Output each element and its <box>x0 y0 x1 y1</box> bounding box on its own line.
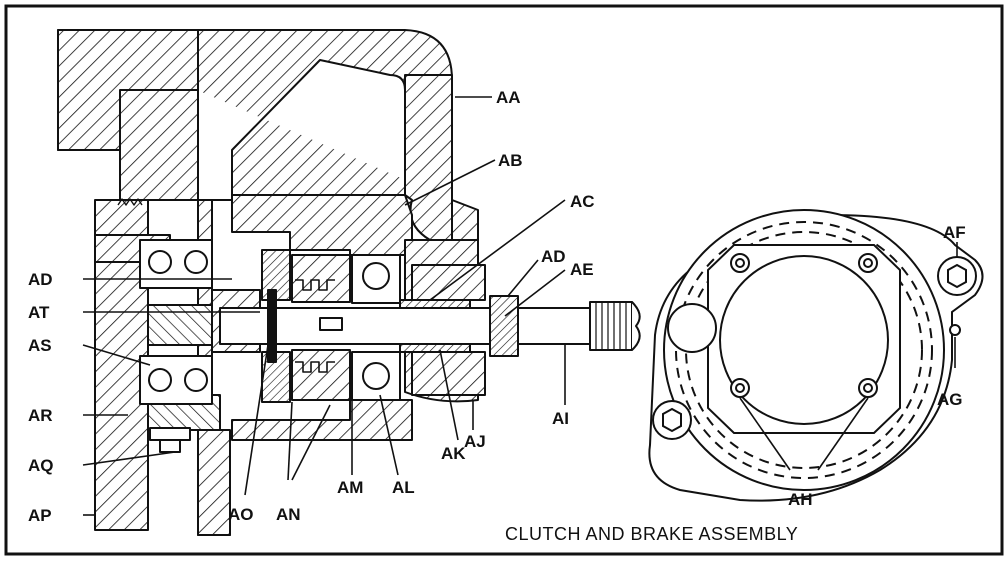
diagram-caption: CLUTCH AND BRAKE ASSEMBLY <box>505 524 798 544</box>
label-an: AN <box>276 505 301 524</box>
disc-ao <box>267 289 277 363</box>
right-bearing-al <box>351 254 401 401</box>
brake-housing-body <box>411 264 486 301</box>
shaft-break-end <box>631 301 641 351</box>
shaft-spline <box>589 301 633 351</box>
part-labels: AA AB AC AD AE AF AG AH AI AJ AK AL AM A… <box>28 88 966 525</box>
housing-left-wall <box>57 29 199 151</box>
label-ad-right: AD <box>541 247 566 266</box>
label-af: AF <box>943 223 966 242</box>
label-as: AS <box>28 336 52 355</box>
bolt-aq <box>149 427 191 441</box>
center-bore <box>719 255 889 425</box>
label-ag: AG <box>937 390 963 409</box>
label-al: AL <box>392 478 415 497</box>
sleeve-ak-lower <box>399 343 471 353</box>
label-ae: AE <box>570 260 594 279</box>
label-ai: AI <box>552 409 569 428</box>
sleeve-ak <box>399 299 471 309</box>
diagram-border <box>4 4 1004 556</box>
label-ap: AP <box>28 506 52 525</box>
front-view <box>648 209 984 502</box>
spline-teeth <box>595 302 627 350</box>
dashed-ring-1 <box>675 221 933 479</box>
label-aa: AA <box>496 88 521 107</box>
label-ar: AR <box>28 406 53 425</box>
collar-ad <box>489 295 519 357</box>
left-bearing-housing <box>147 304 221 346</box>
label-ah: AH <box>788 490 813 509</box>
label-am: AM <box>337 478 363 497</box>
spring-bottom <box>295 361 335 373</box>
label-aj: AJ <box>464 432 486 451</box>
spring-top <box>295 279 335 291</box>
leader-lines <box>82 96 958 516</box>
bolt-aq-head <box>159 439 181 453</box>
screw-heads <box>730 253 878 398</box>
pin-ag <box>949 324 961 336</box>
thread-detail <box>117 198 143 206</box>
armature-an <box>261 249 291 301</box>
side-hole <box>667 303 717 353</box>
label-ad-left: AD <box>28 270 53 289</box>
label-ao: AO <box>228 505 254 524</box>
hex-bolt-lower <box>652 400 692 440</box>
label-at: AT <box>28 303 50 322</box>
clutch-housing-ab <box>231 194 413 256</box>
hex-bolt-af <box>937 256 977 296</box>
shaft-ai <box>219 307 621 345</box>
label-ab: AB <box>498 151 523 170</box>
left-bearing-as <box>139 239 213 405</box>
label-aq: AQ <box>28 456 54 475</box>
dashed-ring-2 <box>685 231 923 469</box>
sectional-view <box>57 29 641 536</box>
rotor-am <box>291 254 351 303</box>
rotor-am-lower <box>291 349 351 401</box>
housing-base-flange <box>197 429 231 536</box>
label-ac: AC <box>570 192 595 211</box>
label-ak: AK <box>441 444 466 463</box>
keyway <box>319 317 343 331</box>
